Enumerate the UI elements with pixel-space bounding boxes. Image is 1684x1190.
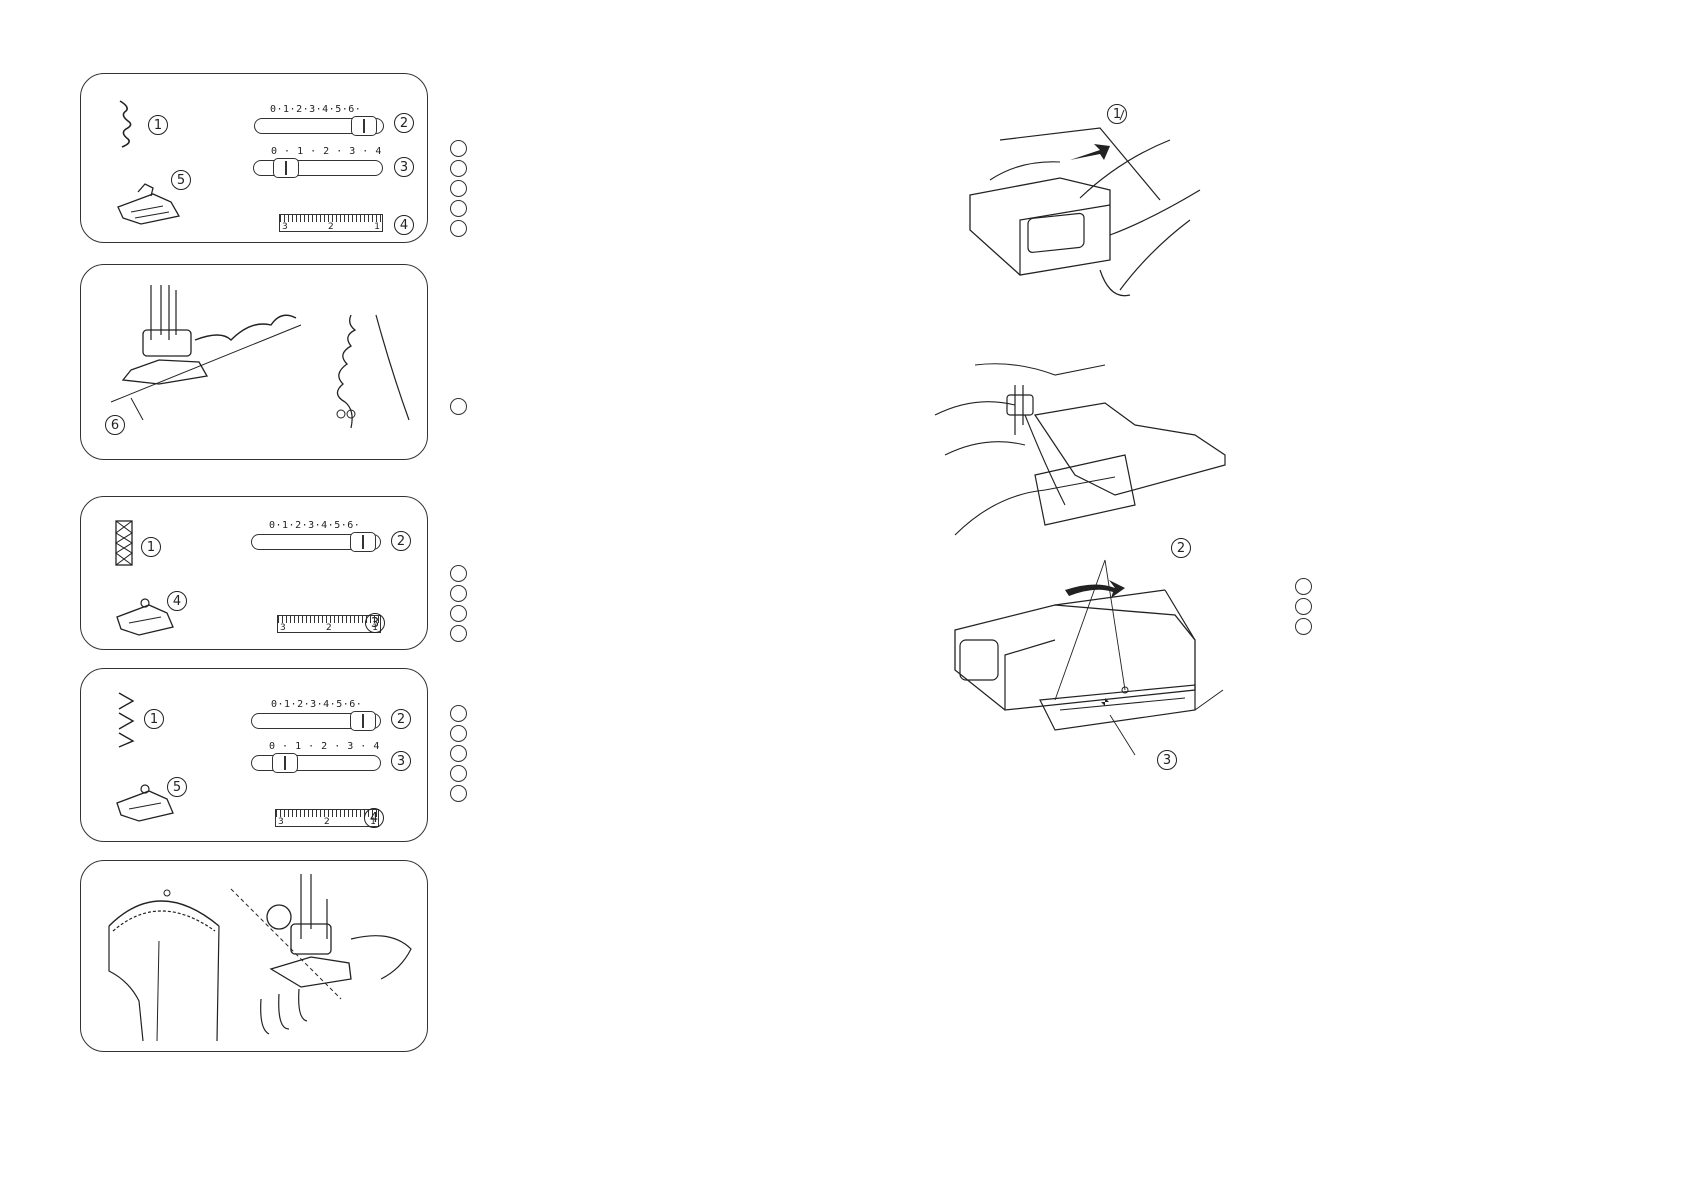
list-bullet xyxy=(450,220,467,237)
list-bullet xyxy=(1295,578,1312,595)
overcast-foot-icon xyxy=(116,598,174,636)
list-bullet xyxy=(450,180,467,197)
width-scale: 0·1·2·3·4·5·6· xyxy=(269,520,361,531)
remove-accessory-box-illustration xyxy=(969,109,1201,297)
overcast-settings-panel: 1 0·1·2·3·4·5·6· 2 4 3 2 1 3 xyxy=(80,496,428,650)
length-scale: 0 · 1 · 2 · 3 · 4 xyxy=(269,741,380,752)
callout-4: 4 xyxy=(364,808,384,828)
callout-1: 1 xyxy=(141,537,161,557)
callout-1: 1 xyxy=(1107,104,1127,124)
overcast-stitch-icon xyxy=(115,520,133,566)
stitch-length-slider[interactable] xyxy=(251,753,381,773)
zigzag-settings-panel: 1 0·1·2·3·4·5·6· 2 0 · 1 · 2 · 3 · 4 3 5… xyxy=(80,668,428,842)
list-bullet xyxy=(450,765,467,782)
list-bullet xyxy=(450,625,467,642)
callout-1: 1 xyxy=(144,709,164,729)
scallop-stitch-icon xyxy=(119,100,132,148)
callout-1: 1 xyxy=(148,115,168,135)
scallop-sewing-illustration-panel: 6 xyxy=(80,264,428,460)
callout-2: 2 xyxy=(391,531,411,551)
stitch-width-slider[interactable] xyxy=(254,116,384,136)
list-bullet xyxy=(450,565,467,582)
callout-2: 2 xyxy=(391,709,411,729)
stitch-width-slider[interactable] xyxy=(251,532,381,552)
list-bullet xyxy=(450,585,467,602)
callout-4: 4 xyxy=(394,215,414,235)
callout-5: 5 xyxy=(171,170,191,190)
list-bullet xyxy=(450,140,467,157)
elastic-sewing-illustration-panel xyxy=(80,860,428,1052)
callout-5: 5 xyxy=(167,777,187,797)
sewing-foot-illustration xyxy=(110,285,302,421)
tension-dial[interactable]: 3 2 1 xyxy=(279,214,383,232)
callout-4: 4 xyxy=(167,591,187,611)
attach-extension-table-illustration xyxy=(954,559,1224,756)
stitch-width-slider[interactable] xyxy=(251,711,381,731)
list-bullet xyxy=(450,725,467,742)
list-bullet xyxy=(1295,618,1312,635)
list-bullet xyxy=(450,398,467,415)
elastic-waistband-illustration xyxy=(108,889,220,1042)
width-scale: 0·1·2·3·4·5·6· xyxy=(271,699,363,710)
callout-3: 3 xyxy=(1157,750,1177,770)
callout-2: 2 xyxy=(1171,538,1191,558)
list-bullet xyxy=(450,745,467,762)
list-bullet xyxy=(1295,598,1312,615)
free-arm-sewing-illustration xyxy=(934,363,1226,536)
length-scale: 0 · 1 · 2 · 3 · 4 xyxy=(271,146,382,157)
list-bullet xyxy=(450,705,467,722)
scallop-settings-panel: 1 0·1·2·3·4·5·6· 2 0 · 1 · 2 · 3 · 4 3 5… xyxy=(80,73,428,243)
width-scale: 0·1·2·3·4·5·6· xyxy=(270,104,362,115)
trimmed-fabric-illustration xyxy=(336,314,410,429)
stitch-length-slider[interactable] xyxy=(253,158,383,178)
list-bullet xyxy=(450,785,467,802)
zigzag-stitch-icon xyxy=(118,692,135,748)
callout-6: 6 xyxy=(105,415,125,435)
callout-2: 2 xyxy=(394,113,414,133)
callout-3: 3 xyxy=(394,157,414,177)
zigzag-foot-icon xyxy=(116,784,174,822)
callout-3: 3 xyxy=(365,613,385,633)
list-bullet xyxy=(450,200,467,217)
callout-3: 3 xyxy=(391,751,411,771)
elastic-foot-illustration xyxy=(230,874,412,1035)
list-bullet xyxy=(450,605,467,622)
list-bullet xyxy=(450,160,467,177)
presser-foot-icon xyxy=(117,183,181,225)
